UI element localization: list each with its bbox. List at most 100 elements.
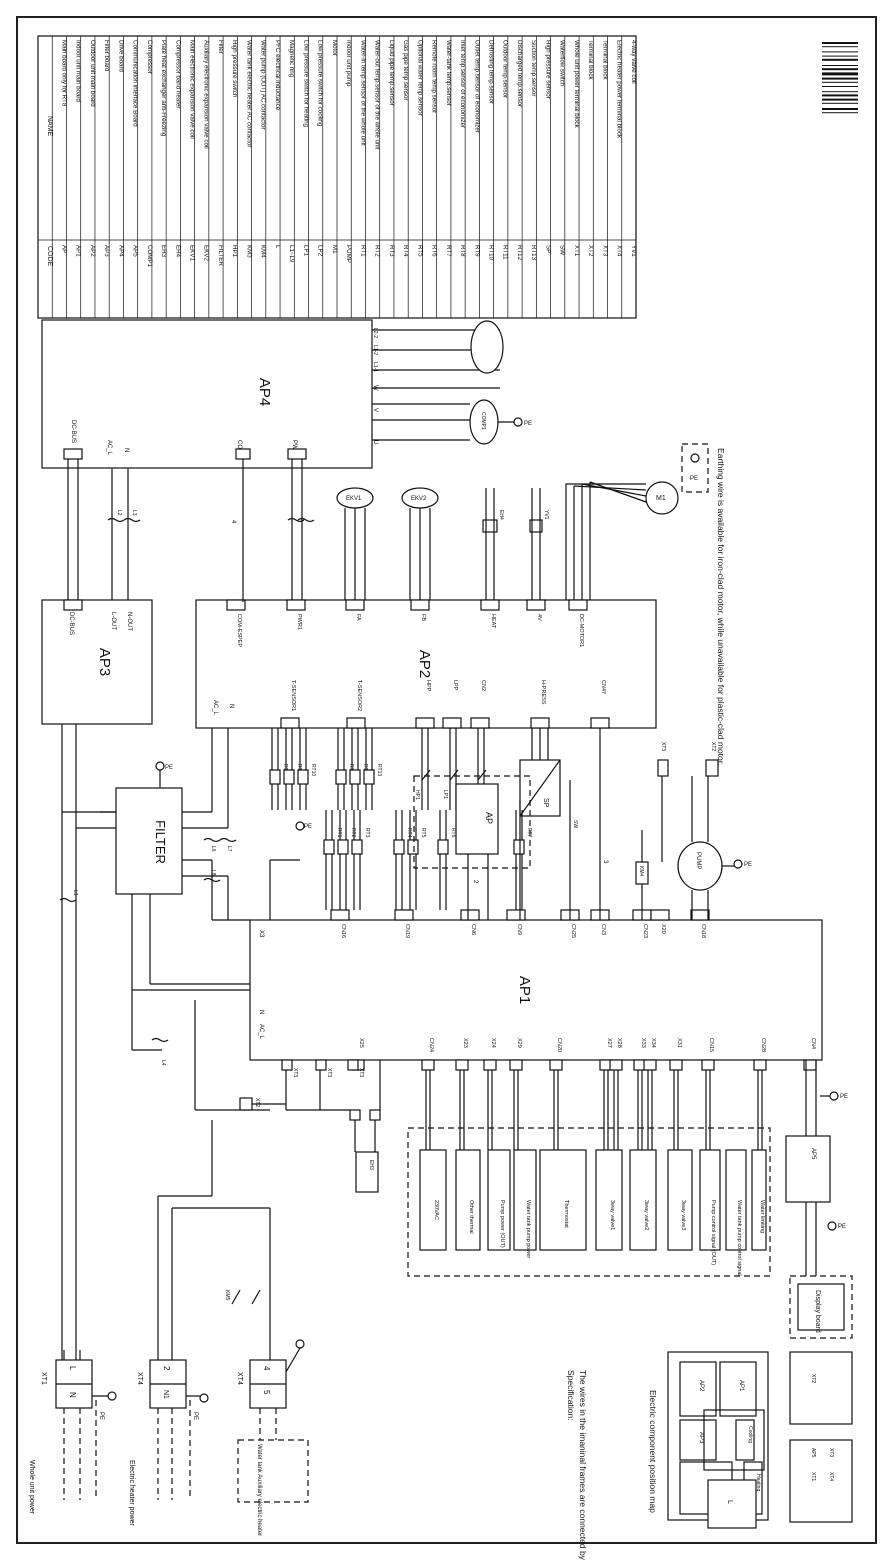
- pe-xt1: PE: [98, 1412, 104, 1420]
- ap2-port-label-cn47: CN47: [600, 680, 606, 694]
- ap4-n-label: N: [123, 448, 129, 452]
- table-code-cell: AP3: [103, 245, 110, 257]
- table-name-cell: Terminal block: [601, 40, 608, 80]
- xt1-n: N: [68, 1392, 77, 1398]
- spec-title: Specification:: [566, 1370, 576, 1421]
- earthing-note: Earthing wire is available for iron-clad…: [716, 448, 726, 765]
- table-code-cell: RT3: [388, 245, 395, 257]
- ext-label-thermostat: Thermostat: [563, 1200, 569, 1228]
- xt1-l: L: [68, 1366, 77, 1371]
- sensor-rt2: [337, 839, 349, 855]
- ap1-port-x23: [455, 1059, 469, 1071]
- table-name-cell: Whole unit power terminal block: [573, 40, 580, 129]
- filter-pe: PE: [165, 765, 173, 771]
- table-name-cell: High pressure sensor: [544, 40, 551, 99]
- xt3-label-2: XT3: [326, 1068, 332, 1077]
- ap4-acl-label: AC_L: [106, 440, 112, 456]
- table-code-cell: EKV2: [203, 245, 210, 261]
- ring-l3: L3: [131, 510, 137, 516]
- ap2-port-hpp: [415, 717, 435, 729]
- ap2-port-label-hpp: HPP: [425, 680, 431, 692]
- table-code-cell: RT5: [416, 245, 423, 257]
- table-code-cell: L: [274, 245, 281, 249]
- table-name-cell: High pressure switch: [231, 40, 238, 98]
- motor-pin-l11: L1-1: [372, 362, 378, 372]
- ap-board: AP: [413, 775, 531, 869]
- sw-label: SW: [572, 820, 578, 828]
- ap5-pe-2: PE: [838, 1224, 846, 1230]
- ap1-port-label-cn18: CN18: [700, 924, 706, 938]
- ap2-port-label-dcmotor: DC-MOTOR1: [578, 614, 584, 647]
- barcode-bar: [822, 55, 858, 57]
- table-code-cell: SW: [559, 245, 566, 255]
- motor-pin-l22: L2-2: [372, 328, 378, 338]
- sensor-label-rt2: RT2: [350, 828, 356, 838]
- ap1-port-x34: [643, 1059, 657, 1071]
- table-name-cell: Indoor unit main board: [75, 40, 82, 102]
- pm-heating: Heating: [755, 1474, 761, 1491]
- xt4-label: XT4: [136, 1372, 143, 1385]
- ekv-coils: EKV1 EKV2 EH4 YV1 M1 PE: [336, 443, 709, 533]
- ring-l8: L8: [210, 870, 216, 876]
- barcode: [822, 42, 858, 114]
- xt4-n1: N1: [162, 1390, 169, 1399]
- ext-label-valve1: 3way valve1: [609, 1200, 615, 1230]
- ap1-x3-label: X3: [258, 930, 264, 938]
- table-code-cell: KM4: [260, 245, 267, 258]
- ap1-port-label-x33: X33: [640, 1038, 646, 1048]
- barcode-bar: [822, 102, 858, 104]
- barcode-bar: [822, 108, 858, 110]
- sensor-rt7: [513, 839, 525, 855]
- ap1-port-label-x34: X34: [650, 1038, 656, 1048]
- xt4b-4: 4: [262, 1366, 271, 1371]
- ap1-port-label-cn9: CN9: [516, 924, 522, 935]
- pm-xt2: XT2: [810, 1374, 816, 1383]
- pump-label: PUMP: [695, 852, 701, 869]
- ap1-port-label-cn28: CN28: [760, 1038, 766, 1052]
- barcode-bar: [822, 77, 858, 80]
- ext-thermostat: [539, 1149, 587, 1251]
- table-code-cell: RT4: [402, 245, 409, 257]
- table-name-cell: Main electronic expansion valve coil: [189, 40, 196, 139]
- compressor: COMP1 PE: [372, 320, 532, 445]
- ap1-port-label-x23: X23: [462, 1038, 468, 1048]
- sensor-rt3: [351, 839, 363, 855]
- yv1-label: YV1: [543, 510, 549, 520]
- xt4b-label: XT4: [236, 1372, 243, 1385]
- eh3-label: EH3: [368, 1160, 374, 1170]
- pm-ap2: AP2: [698, 1380, 704, 1392]
- sensor-label-rt5: RT5: [420, 828, 426, 838]
- com-count: 4: [230, 520, 236, 524]
- ap2-port-dcmotor: [568, 599, 588, 611]
- ap1-port-label-cn23: CN23: [642, 924, 648, 938]
- pm-xt3: XT3: [828, 1448, 834, 1457]
- table-name-cell: Drive board: [117, 40, 124, 73]
- sensor-rt6: [437, 839, 449, 855]
- table-name-cell: Water-tank temp.sensor: [445, 40, 452, 106]
- barcode-bar: [822, 112, 858, 114]
- xt3-pump-label: XT3: [660, 742, 666, 751]
- comp-pe: PE: [524, 421, 532, 427]
- table-code-cell: AP: [60, 245, 67, 253]
- ring-l7: L7: [226, 846, 232, 852]
- ap1-port-label-cn4: CN4: [810, 1038, 816, 1049]
- table-code-cell: KM3: [245, 245, 252, 258]
- table-code-cell: RT12: [516, 245, 523, 261]
- ap2-port-label-fa: FA: [355, 614, 361, 621]
- ap1-port-label-cn16: CN16: [340, 924, 346, 938]
- ext-label-v230: 230VAC: [433, 1200, 439, 1220]
- barcode-bar: [822, 46, 858, 48]
- eh3-group: EH3 XT2 XT3 XT3 XT3: [239, 1059, 381, 1193]
- table-code-cell: XT2: [587, 245, 594, 257]
- table-name-cell: Magnetic ring: [288, 40, 295, 78]
- ap1-port-label-x27: X27: [606, 1038, 612, 1048]
- motor-pin-u: U: [372, 440, 378, 444]
- ap4-label: AP4: [256, 378, 273, 406]
- ap4-board: AP4 DC-BUS AC_L N COMM PWR U V W L2-2 L1…: [41, 319, 378, 469]
- ext-water_limiting: [751, 1149, 767, 1251]
- table-name-cell: Low pressure switch for heating: [302, 40, 309, 128]
- table-code-cell: RT6: [431, 245, 438, 257]
- sensor-rt9: [283, 769, 295, 785]
- motor-pin-v: V: [372, 408, 378, 412]
- barcode-bar: [822, 51, 858, 53]
